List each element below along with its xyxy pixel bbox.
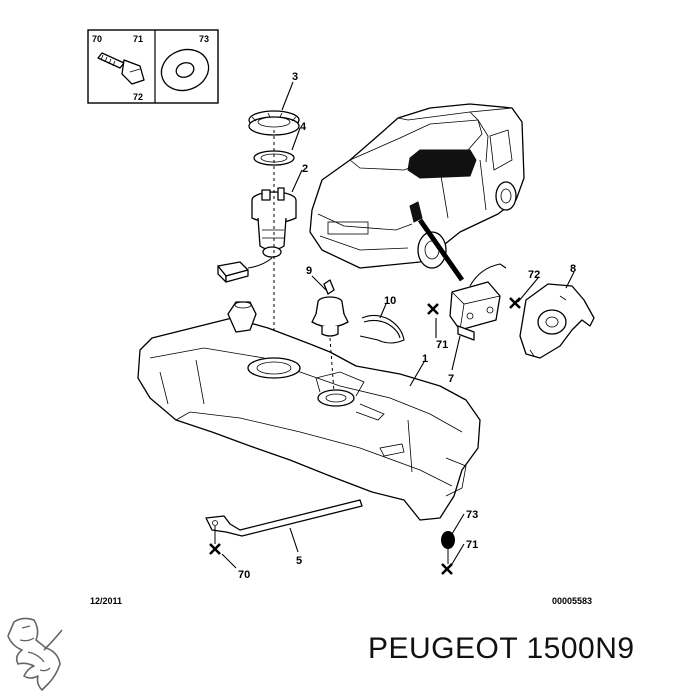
bolt-icon	[97, 52, 145, 85]
callout-3: 3	[292, 71, 298, 83]
brand-part-title: PEUGEOT 1500N9	[368, 632, 635, 665]
inset-label-71: 71	[133, 34, 143, 44]
fuel-hose-icon	[359, 314, 405, 344]
inset-label-72: 72	[133, 92, 143, 102]
callout-73: 73	[466, 509, 478, 521]
fuel-tank-icon	[137, 301, 481, 521]
callout-72: 72	[528, 269, 540, 281]
callout-71-upper: 71	[436, 339, 448, 351]
actuator-module-icon	[449, 281, 501, 341]
mounting-bracket-icon	[519, 283, 595, 359]
callout-1: 1	[422, 353, 428, 365]
callout-2: 2	[302, 163, 308, 175]
peugeot-lion-icon	[7, 617, 63, 691]
callout-8: 8	[570, 263, 576, 275]
callout-71-lower: 71	[466, 539, 478, 551]
inset-label-70: 70	[92, 34, 102, 44]
callout-5: 5	[296, 555, 302, 567]
lock-ring-icon	[248, 110, 300, 136]
fastener-inset: 70 71 72 73	[87, 29, 219, 104]
washer-icon	[160, 48, 210, 92]
diagram-reference: 00005583	[552, 596, 592, 606]
callout-labels: 3 4 2 9 10 1 71 7 72 8 5 70 73 71	[238, 71, 576, 581]
fuel-pump-assembly	[217, 110, 300, 360]
callout-70: 70	[238, 569, 250, 581]
vehicle-icon	[309, 103, 525, 287]
fuel-pump-icon	[251, 187, 297, 258]
pressure-regulator-icon	[311, 279, 349, 337]
callout-9: 9	[306, 265, 312, 277]
fastener-marks	[209, 297, 521, 575]
callout-4: 4	[300, 121, 307, 133]
leader-lines	[221, 81, 575, 569]
diagram-date: 12/2011	[90, 596, 122, 606]
tank-strap-icon	[205, 499, 363, 544]
callout-7: 7	[448, 373, 454, 385]
inset-label-73: 73	[199, 34, 209, 44]
filter-block-icon	[217, 261, 249, 283]
callout-10: 10	[384, 295, 396, 307]
rubber-pad-icon	[441, 531, 455, 564]
